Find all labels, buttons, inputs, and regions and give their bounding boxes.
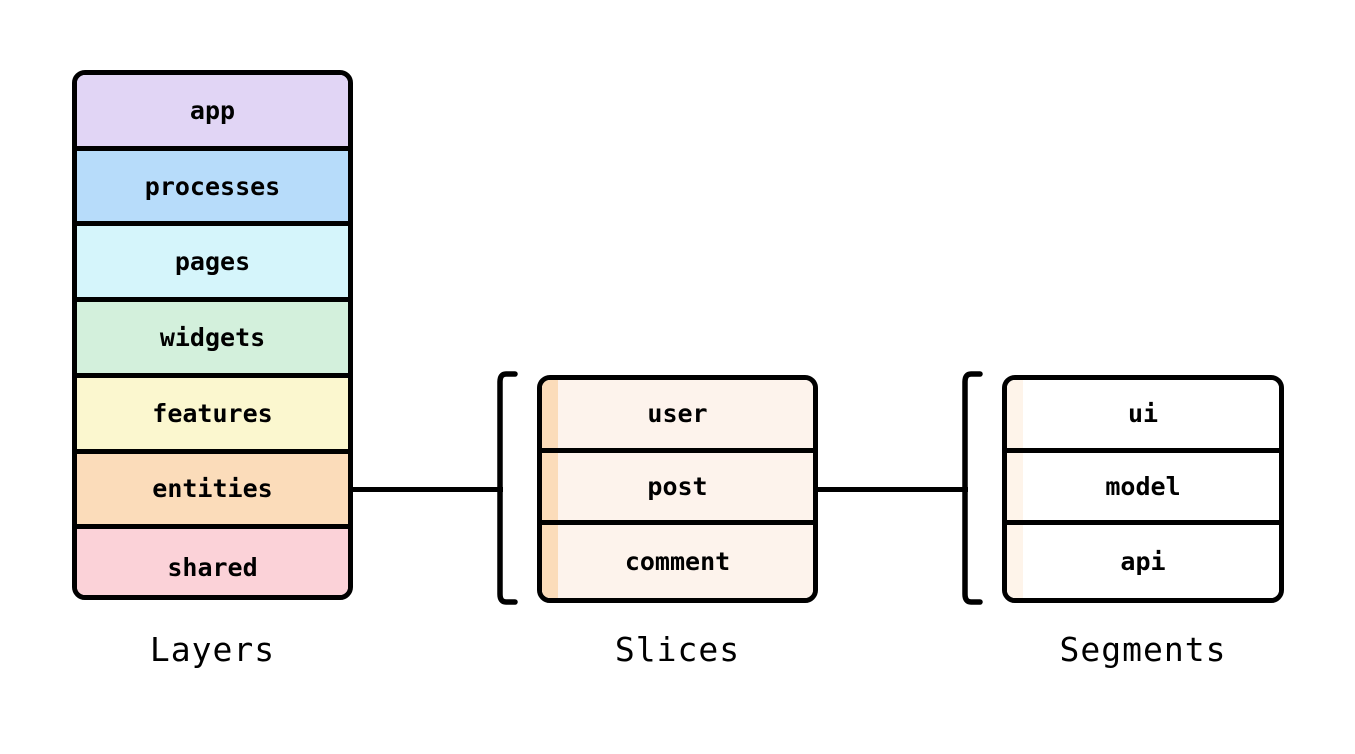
slice-row-comment[interactable]: comment [542, 525, 813, 598]
layer-label-pages: pages [174, 247, 251, 277]
layer-row-processes[interactable]: processes [77, 150, 348, 227]
connector-slices-to-segments [818, 487, 968, 492]
layer-label-widgets: widgets [159, 322, 266, 352]
connector-layers-to-slices [353, 487, 503, 492]
layer-row-entities[interactable]: entities [77, 453, 348, 530]
caption-layers: Layers [149, 630, 276, 669]
layer-row-pages[interactable]: pages [77, 226, 348, 303]
layers-stack: app processes pages widgets features ent… [72, 70, 353, 600]
layer-row-shared[interactable]: shared [77, 529, 348, 595]
layer-label-processes: processes [144, 171, 281, 201]
slices-stack: user post comment [537, 375, 818, 603]
segment-stripe-ui [1007, 380, 1023, 448]
layer-row-features[interactable]: features [77, 377, 348, 454]
segment-label-ui: ui [1127, 399, 1159, 429]
segment-label-model: model [1105, 471, 1181, 501]
layer-row-app[interactable]: app [77, 75, 348, 151]
layer-label-entities: entities [152, 474, 273, 504]
segment-stripe-api [1007, 525, 1023, 598]
segment-row-model[interactable]: model [1007, 452, 1279, 526]
layer-label-shared: shared [167, 552, 258, 582]
caption-segments: Segments [1059, 630, 1227, 669]
segments-stack: ui model api [1002, 375, 1284, 603]
segment-row-ui[interactable]: ui [1007, 380, 1279, 453]
slice-stripe-comment [542, 525, 558, 598]
left-curly-bracket-icon-slices [497, 371, 519, 605]
slice-stripe-user [542, 380, 558, 448]
slice-stripe-post [542, 452, 558, 521]
left-curly-bracket-icon-segments [962, 371, 984, 605]
slice-row-user[interactable]: user [542, 380, 813, 453]
segment-label-api: api [1120, 547, 1166, 577]
slice-label-comment: comment [624, 547, 731, 577]
slice-row-post[interactable]: post [542, 452, 813, 526]
layer-label-features: features [152, 398, 273, 428]
caption-slices: Slices [614, 630, 741, 669]
layer-row-widgets[interactable]: widgets [77, 302, 348, 378]
segment-row-api[interactable]: api [1007, 525, 1279, 598]
slice-label-user: user [647, 399, 708, 429]
layer-label-app: app [189, 95, 236, 125]
segment-stripe-model [1007, 452, 1023, 521]
slice-label-post: post [647, 471, 708, 501]
